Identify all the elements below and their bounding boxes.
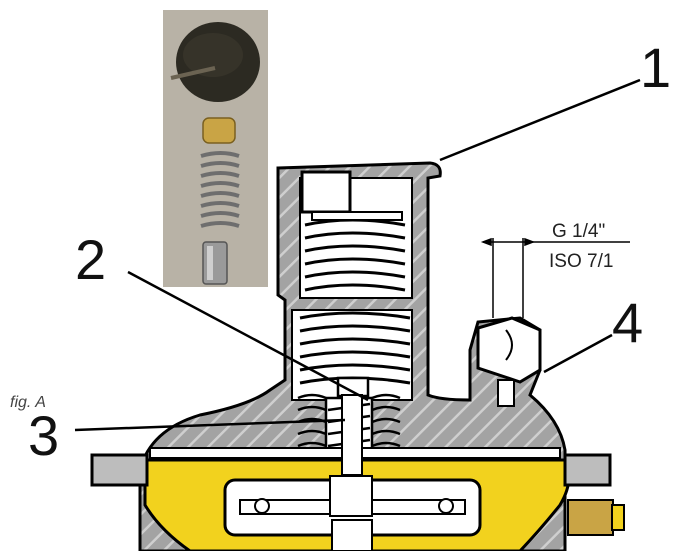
valve-stem — [341, 394, 363, 476]
callout-4-label: 4 — [612, 291, 644, 354]
left-flange — [90, 453, 149, 487]
right-flange — [563, 453, 612, 487]
vent-cap — [476, 316, 542, 384]
main-spring — [299, 218, 411, 385]
outlet-fitting — [567, 499, 614, 536]
callout-1-label: 1 — [640, 36, 672, 99]
leader-line-3 — [74, 418, 346, 432]
spring-plate — [311, 211, 403, 221]
parts-photo-illustration — [170, 22, 260, 285]
outlet-nut — [611, 504, 625, 531]
port-dimension — [480, 237, 630, 318]
callout-3-label: 3 — [28, 404, 60, 467]
vent-port — [497, 379, 515, 407]
leader-line-2 — [127, 270, 369, 402]
valve-seat — [331, 519, 373, 551]
callout-2-label: 2 — [75, 228, 107, 291]
parts-photo — [163, 10, 268, 287]
adjusting-cap — [300, 170, 352, 214]
leader-line-1 — [439, 78, 641, 162]
center-block — [329, 475, 373, 517]
port-thread-line1: G 1/4" — [552, 221, 606, 242]
lever-pivot-left — [254, 498, 270, 514]
lever-pivot-right — [438, 498, 454, 514]
leader-line-4 — [543, 333, 613, 374]
figure-label: fig. A — [10, 394, 46, 411]
port-thread-line2: ISO 7/1 — [549, 251, 614, 272]
